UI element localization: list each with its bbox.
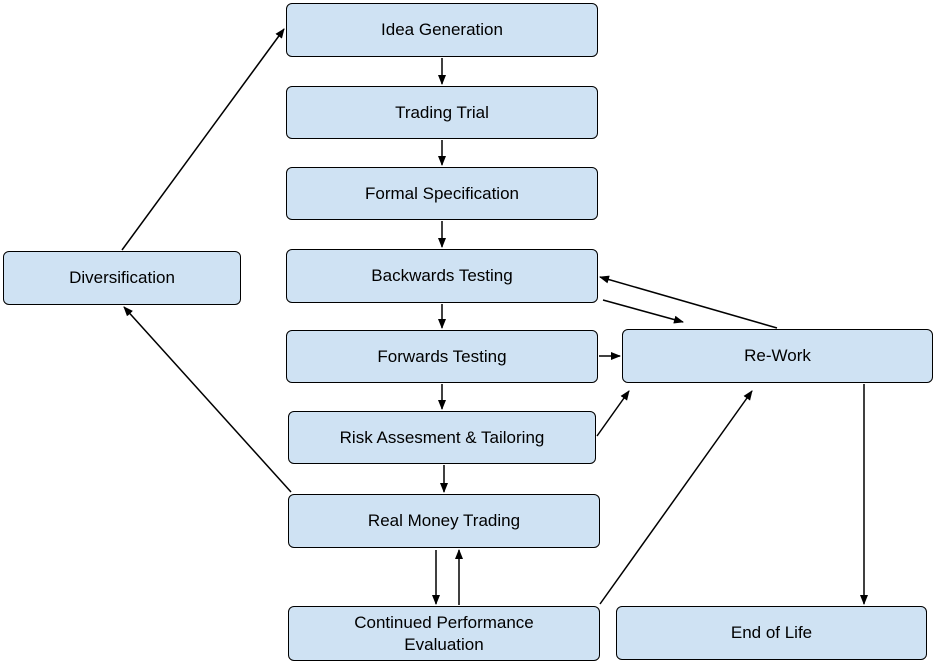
node-forwards-testing: Forwards Testing bbox=[286, 330, 598, 383]
node-backwards-testing: Backwards Testing bbox=[286, 249, 598, 303]
node-diversification: Diversification bbox=[3, 251, 241, 305]
node-trading-trial: Trading Trial bbox=[286, 86, 598, 139]
node-continued-performance-evaluation: Continued Performance Evaluation bbox=[288, 606, 600, 661]
node-idea-generation: Idea Generation bbox=[286, 3, 598, 57]
node-re-work: Re-Work bbox=[622, 329, 933, 383]
arrow-div-to-idea bbox=[121, 28, 285, 251]
node-real-money-trading: Real Money Trading bbox=[288, 494, 600, 548]
arrow-cont-to-rework bbox=[599, 390, 753, 605]
arrow-risk-to-rework bbox=[596, 390, 630, 437]
node-formal-specification: Formal Specification bbox=[286, 167, 598, 220]
node-end-of-life: End of Life bbox=[616, 606, 927, 660]
arrow-rework-to-back bbox=[599, 275, 778, 329]
arrow-real-to-div bbox=[123, 306, 292, 493]
node-risk-assessment-tailoring: Risk Assesment & Tailoring bbox=[288, 411, 596, 464]
arrow-back-to-rework bbox=[602, 299, 684, 324]
